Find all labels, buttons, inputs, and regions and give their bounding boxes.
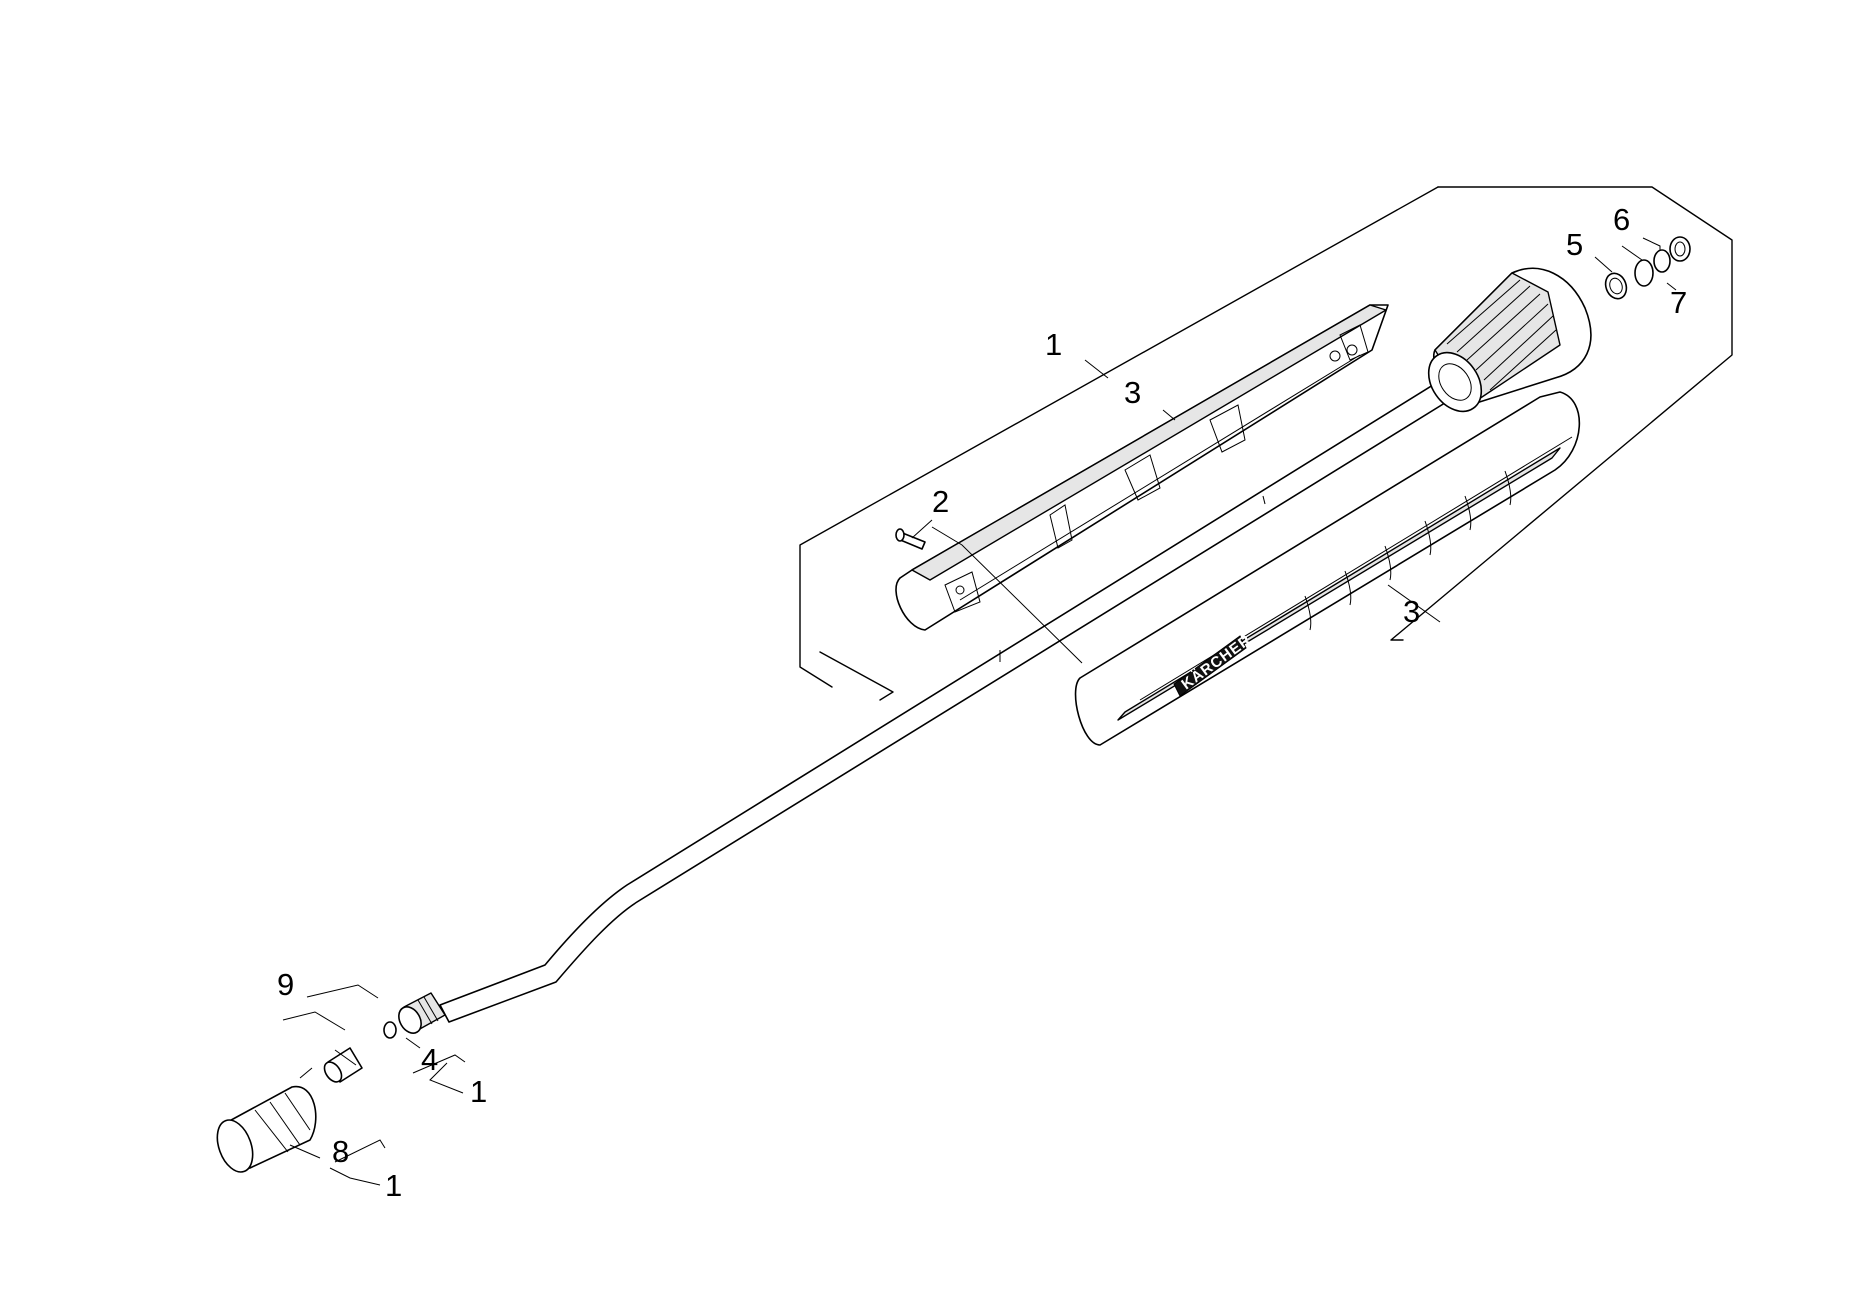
lance-coupling (398, 992, 446, 1034)
handle-half-upper (895, 304, 1389, 631)
callout-2: 2 (932, 484, 949, 519)
assembly-group-outline (799, 186, 1733, 701)
callout-3-upper: 3 (1124, 375, 1141, 410)
callout-1-top: 1 (1045, 327, 1062, 362)
callout-8: 8 (332, 1134, 349, 1169)
callout-labels: 1 2 3 3 4 1 5 6 7 8 1 9 (277, 202, 1687, 1203)
callout-3-lower: 3 (1403, 594, 1420, 629)
callout-6: 6 (1613, 202, 1630, 237)
callout-4: 4 (421, 1042, 438, 1077)
callout-1-cap: 1 (385, 1168, 402, 1203)
callout-5: 5 (1566, 227, 1583, 262)
protective-cap (216, 1085, 317, 1173)
screw (895, 528, 926, 550)
seal-parts (1604, 236, 1691, 300)
nozzle-insert (323, 1021, 397, 1083)
callout-7: 7 (1670, 285, 1687, 320)
lance-tube (439, 366, 1475, 1023)
callout-1-nozzle: 1 (470, 1074, 487, 1109)
callout-9: 9 (277, 967, 294, 1002)
leader-lines (282, 237, 1677, 1186)
nozzle-body (1427, 267, 1592, 413)
